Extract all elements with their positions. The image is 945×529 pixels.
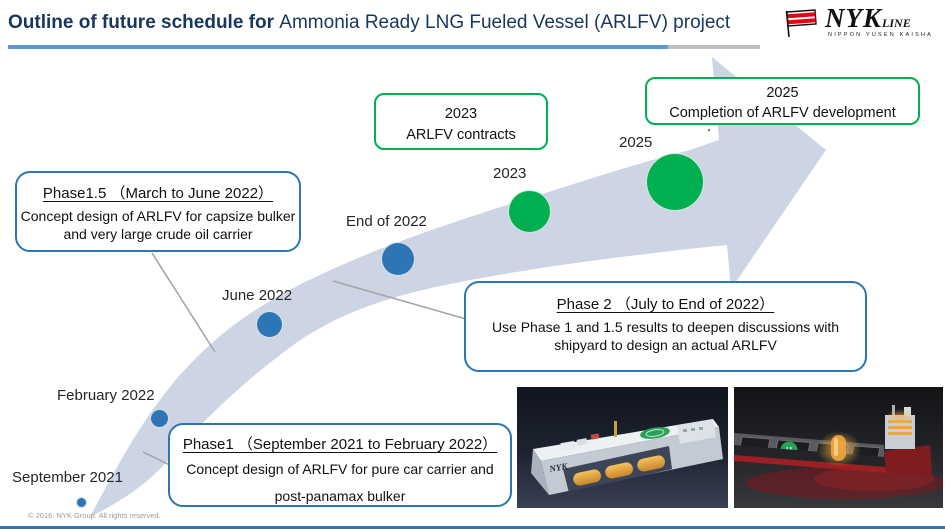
- callout-phase1-body-line2: post-panamax bulker: [274, 488, 406, 505]
- milestone-label-2025: 2025: [619, 134, 653, 151]
- nyk-flag-icon: [781, 8, 821, 43]
- copyright-text: © 2016. NYK Group. All rights reserved.: [28, 511, 161, 520]
- connector-phase1: [142, 451, 173, 467]
- milestone-label-september-2021: September 2021: [12, 469, 123, 486]
- callout-phase2-title: Phase 2 （July to End of 2022）: [556, 296, 775, 313]
- page-title-prefix: Outline of future schedule for: [8, 12, 280, 33]
- callout-2025-year: 2025: [766, 85, 799, 101]
- callout-phase1-5-title: Phase1.5 （March to June 2022）: [42, 185, 274, 202]
- milestone-label-end-of-2022: End of 2022: [346, 213, 427, 230]
- callout-2025-text: Completion of ARLFV development: [669, 104, 896, 121]
- arlfv-car-carrier-render: NYK: [517, 387, 728, 508]
- callout-phase1: Phase1 （September 2021 to February 2022）…: [168, 423, 512, 507]
- arlfv-bulker-render: H: [734, 387, 943, 508]
- callout-2023-text: ARLFV contracts: [406, 127, 516, 144]
- callout-2023-contracts: 2023 ARLFV contracts: [374, 93, 548, 150]
- callout-phase1-5-body: Concept design of ARLFV for capsize bulk…: [20, 208, 296, 243]
- title-underline-blue: [8, 45, 668, 49]
- nyk-line-logo: NYKLINE NIPPON YUSEN KAISHA: [781, 5, 933, 43]
- callout-phase1-5: Phase1.5 （March to June 2022） Concept de…: [15, 171, 301, 252]
- callout-phase1-body-line1: Concept design of ARLFV for pure car car…: [186, 461, 494, 477]
- milestone-dot-september-2021: [76, 497, 87, 508]
- milestone-dot-2025: [646, 153, 704, 211]
- nyk-subtext: NIPPON YUSEN KAISHA: [828, 32, 933, 38]
- milestone-label-february-2022: February 2022: [57, 387, 155, 404]
- milestone-dot-2023: [508, 190, 551, 233]
- callout-2023-year: 2023: [444, 106, 478, 122]
- stray-period-text: .: [707, 118, 712, 135]
- page-title: Outline of future schedule for Ammonia R…: [8, 12, 730, 34]
- page-title-emphasis: Ammonia Ready LNG Fueled Vessel (ARLFV) …: [279, 12, 731, 33]
- callout-phase2: Phase 2 （July to End of 2022） Use Phase …: [464, 281, 867, 372]
- connector-phase1-5: [151, 252, 216, 353]
- milestone-dot-end-of-2022: [381, 242, 415, 276]
- milestone-label-june-2022: June 2022: [222, 287, 293, 304]
- milestone-dot-february-2022: [150, 409, 169, 428]
- milestone-dot-june-2022: [256, 311, 283, 338]
- callout-phase1-body: Concept design of ARLFV for pure car car…: [170, 456, 510, 511]
- connector-phase2: [332, 280, 467, 320]
- svg-text:NYK: NYK: [548, 461, 569, 474]
- slide-bottom-rule: [0, 526, 945, 529]
- nyk-wordmark: NYK: [825, 3, 883, 33]
- milestone-label-2023: 2023: [493, 165, 527, 182]
- nyk-line-suffix: LINE: [882, 16, 911, 30]
- callout-phase1-title: Phase1 （September 2021 to February 2022）: [182, 436, 498, 453]
- title-underline-gray: [668, 45, 760, 49]
- timeline-arrow-band: [90, 57, 826, 517]
- callout-2025-completion: 2025 Completion of ARLFV development: [645, 77, 920, 125]
- nyk-logo-text: NYKLINE NIPPON YUSEN KAISHA: [825, 5, 933, 39]
- callout-phase2-body: Use Phase 1 and 1.5 results to deepen di…: [491, 319, 840, 354]
